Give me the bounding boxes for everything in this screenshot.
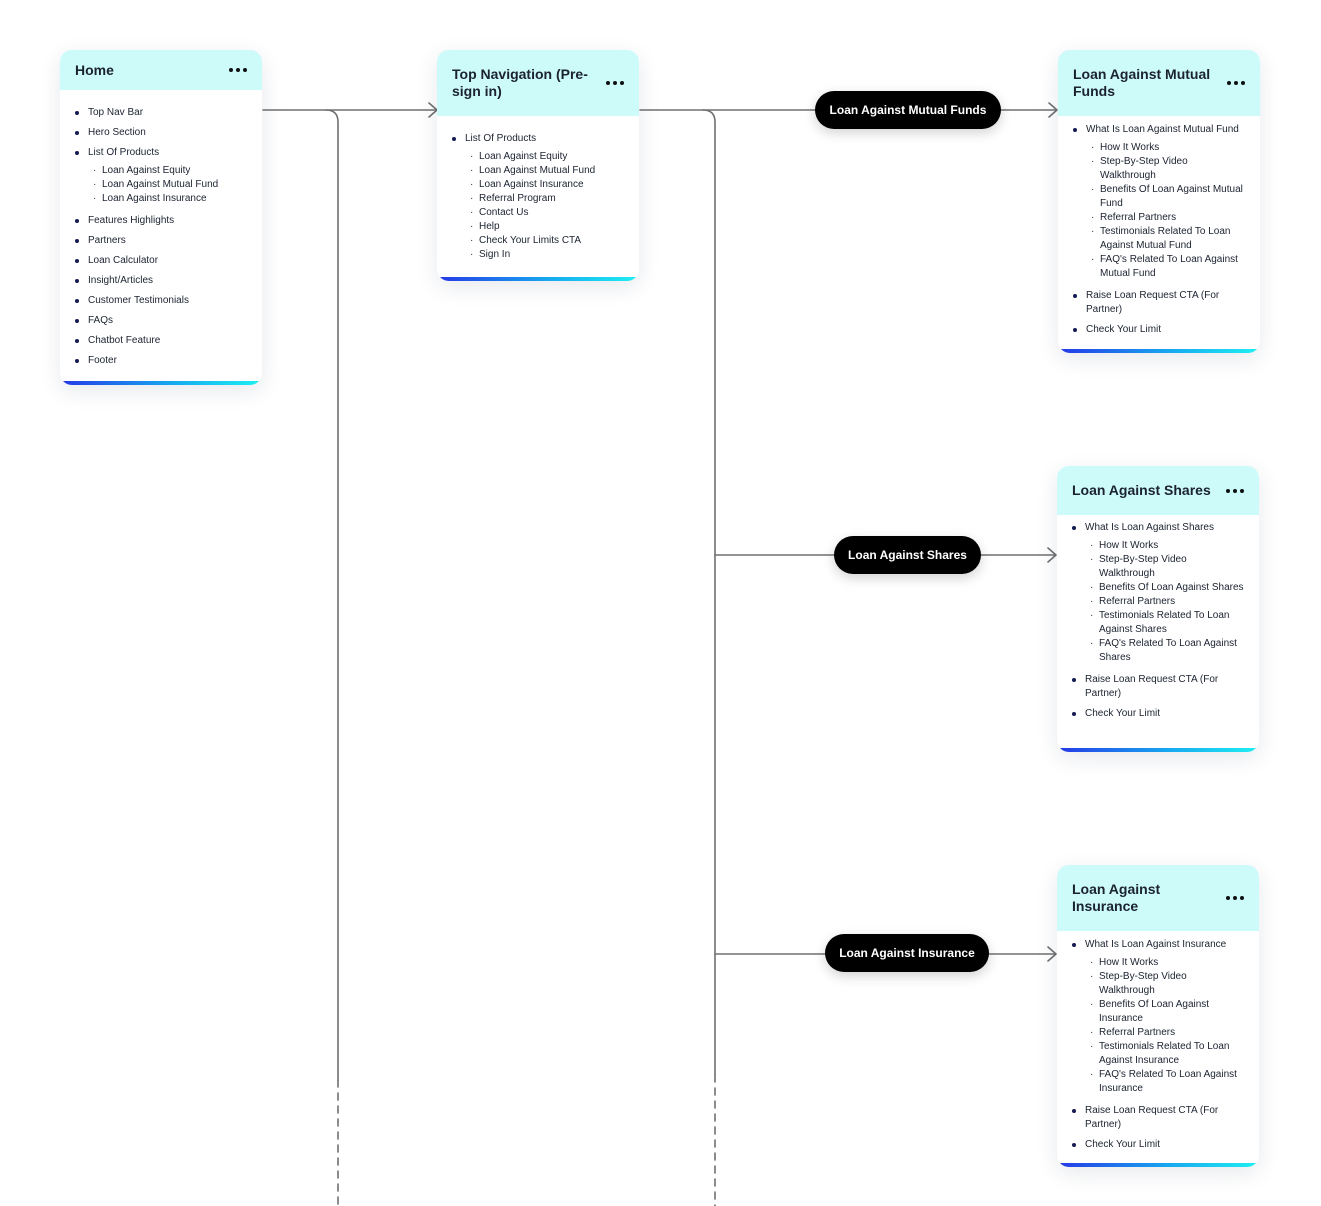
pill-loan-against-insurance[interactable]: Loan Against Insurance: [825, 934, 989, 972]
list-item: Loan Calculator: [74, 254, 248, 268]
sub-item: Loan Against Insurance: [88, 192, 248, 206]
list-item: FAQs: [74, 314, 248, 328]
sub-item: Benefits Of Loan Against Insurance: [1085, 998, 1245, 1026]
card-title: Home: [75, 61, 114, 78]
sub-item: Benefits Of Loan Against Mutual Fund: [1086, 183, 1246, 211]
sub-item: Contact Us: [465, 206, 625, 220]
card-home: Home Top Nav Bar Hero Section List Of Pr…: [60, 50, 262, 385]
sub-item: Help: [465, 220, 625, 234]
card-top-navigation: Top Navigation (Pre-sign in) List Of Pro…: [437, 50, 639, 281]
card-header: Top Navigation (Pre-sign in): [437, 50, 639, 116]
list-item: List Of Products: [74, 146, 248, 160]
card-body: What Is Loan Against Insurance How It Wo…: [1057, 931, 1259, 1167]
sub-item: Loan Against Insurance: [465, 178, 625, 192]
gradient-bar: [60, 381, 262, 385]
more-horizontal-icon[interactable]: [1226, 896, 1244, 900]
sub-item: Loan Against Mutual Fund: [465, 164, 625, 178]
sub-item: How It Works: [1086, 141, 1246, 155]
connector-topnav-trunk: [702, 109, 716, 1076]
list-item: Insight/Articles: [74, 274, 248, 288]
list-item: What Is Loan Against Shares: [1071, 521, 1245, 535]
list-item: List Of Products: [451, 132, 625, 146]
sub-item: Loan Against Equity: [465, 150, 625, 164]
list-item: Hero Section: [74, 126, 248, 140]
sub-item: How It Works: [1085, 539, 1245, 553]
card-header: Loan Against Insurance: [1057, 865, 1259, 931]
sub-item: Referral Partners: [1086, 211, 1246, 225]
more-horizontal-icon[interactable]: [1226, 488, 1244, 493]
sub-item: Referral Partners: [1085, 595, 1245, 609]
sub-item: Loan Against Mutual Fund: [88, 178, 248, 192]
card-title: Top Navigation (Pre-sign in): [452, 66, 588, 99]
list-item: Check Your Limit: [1072, 323, 1246, 337]
card-loan-against-shares: Loan Against Shares What Is Loan Against…: [1057, 466, 1259, 752]
card-title: Loan Against Insurance: [1072, 881, 1161, 914]
card-header: Loan Against Mutual Funds: [1058, 50, 1260, 116]
card-body: What Is Loan Against Shares How It Works…: [1057, 515, 1259, 741]
list-item: Partners: [74, 234, 248, 248]
sub-item: Step-By-Step Video Walkthrough: [1085, 970, 1245, 998]
card-title: Loan Against Shares: [1072, 482, 1211, 498]
more-horizontal-icon[interactable]: [229, 68, 247, 72]
list-item: Customer Testimonials: [74, 294, 248, 308]
list-item: Check Your Limit: [1071, 1138, 1245, 1152]
gradient-bar: [1057, 1163, 1259, 1167]
list-item: What Is Loan Against Mutual Fund: [1072, 123, 1246, 137]
sublist: How It Works Step-By-Step Video Walkthro…: [1072, 141, 1246, 281]
sub-item: Testimonials Related To Loan Against Ins…: [1085, 1040, 1245, 1068]
sub-item: Step-By-Step Video Walkthrough: [1086, 155, 1246, 183]
card-body: List Of Products Loan Against Equity Loa…: [437, 116, 639, 281]
connector-home-trunk: [325, 109, 339, 1081]
gradient-bar: [1058, 349, 1260, 353]
gradient-bar: [437, 277, 639, 281]
card-body: Top Nav Bar Hero Section List Of Product…: [60, 90, 262, 385]
sub-item: Referral Partners: [1085, 1026, 1245, 1040]
sublist: How It Works Step-By-Step Video Walkthro…: [1071, 956, 1245, 1096]
list-item: Chatbot Feature: [74, 334, 248, 348]
list-item: Raise Loan Request CTA (For Partner): [1072, 289, 1246, 317]
list-item: What Is Loan Against Insurance: [1071, 938, 1245, 952]
card-loan-against-mutual-funds: Loan Against Mutual Funds What Is Loan A…: [1058, 50, 1260, 353]
arrowhead-shares: [1047, 547, 1057, 563]
sub-item: Check Your Limits CTA: [465, 234, 625, 248]
list-item: Raise Loan Request CTA (For Partner): [1071, 673, 1245, 701]
pill-loan-against-shares[interactable]: Loan Against Shares: [834, 536, 981, 574]
arrowhead-insurance: [1047, 946, 1057, 962]
list-item: Raise Loan Request CTA (For Partner): [1071, 1104, 1245, 1132]
gradient-bar: [1057, 748, 1259, 752]
sub-item: FAQ's Related To Loan Against Mutual Fun…: [1086, 253, 1246, 281]
sub-item: Step-By-Step Video Walkthrough: [1085, 553, 1245, 581]
card-loan-against-insurance: Loan Against Insurance What Is Loan Agai…: [1057, 865, 1259, 1167]
card-title: Loan Against Mutual Funds: [1073, 66, 1211, 99]
list-item: Features Highlights: [74, 214, 248, 228]
sub-item: How It Works: [1085, 956, 1245, 970]
card-header: Home: [60, 50, 262, 90]
more-horizontal-icon[interactable]: [1227, 81, 1245, 85]
card-body: What Is Loan Against Mutual Fund How It …: [1058, 116, 1260, 353]
sub-item: Loan Against Equity: [88, 164, 248, 178]
list-item: Check Your Limit: [1071, 707, 1245, 721]
sub-item: Benefits Of Loan Against Shares: [1085, 581, 1245, 595]
sub-item: FAQ's Related To Loan Against Shares: [1085, 637, 1245, 665]
pill-loan-against-mutual-funds[interactable]: Loan Against Mutual Funds: [815, 91, 1001, 129]
sub-item: FAQ's Related To Loan Against Insurance: [1085, 1068, 1245, 1096]
card-header: Loan Against Shares: [1057, 466, 1259, 515]
arrowhead-mutual: [1048, 102, 1058, 118]
sub-item: Sign In: [465, 248, 625, 262]
list-item: Top Nav Bar: [74, 106, 248, 120]
list-item: Footer: [74, 354, 248, 368]
more-horizontal-icon[interactable]: [606, 81, 624, 85]
sub-item: Referral Program: [465, 192, 625, 206]
sublist: Loan Against Equity Loan Against Mutual …: [451, 150, 625, 262]
sub-item: Testimonials Related To Loan Against Sha…: [1085, 609, 1245, 637]
sublist: Loan Against Equity Loan Against Mutual …: [74, 164, 248, 206]
sublist: How It Works Step-By-Step Video Walkthro…: [1071, 539, 1245, 665]
sub-item: Testimonials Related To Loan Against Mut…: [1086, 225, 1246, 253]
